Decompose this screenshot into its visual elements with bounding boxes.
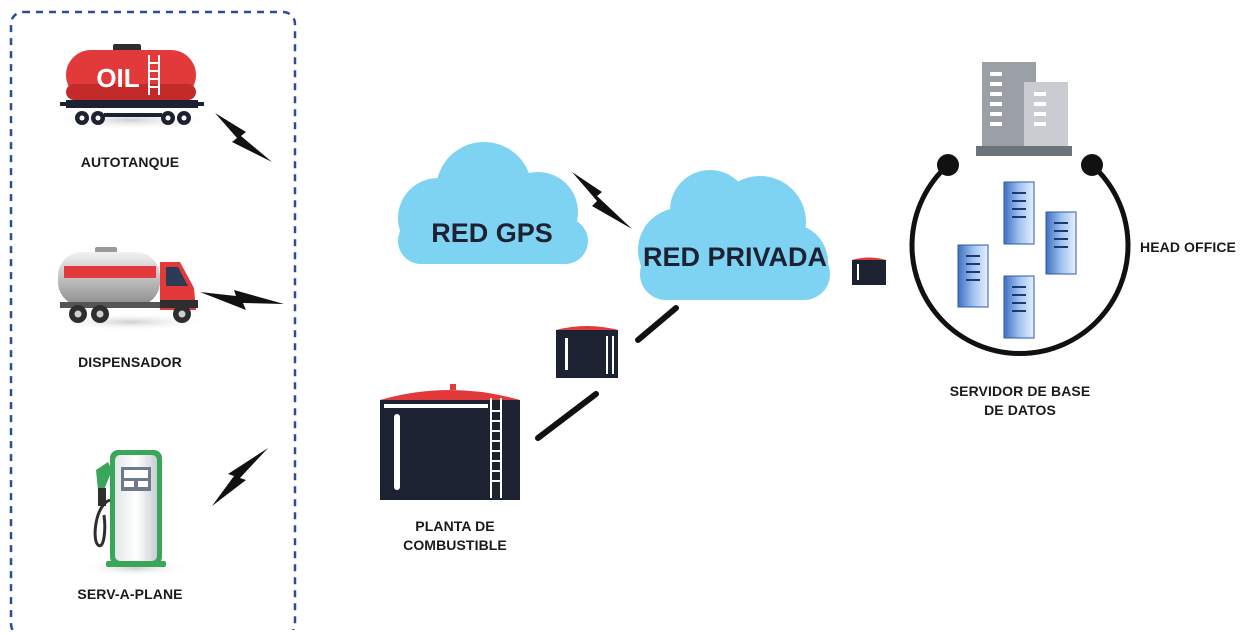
svg-text:OIL: OIL [96, 63, 139, 93]
red-privada-cloud: RED PRIVADA [638, 170, 830, 300]
wireless-bolt-icon [212, 448, 268, 506]
server-ring [909, 154, 1131, 356]
small-tank-icon [556, 326, 618, 378]
server-rack-icon [1045, 211, 1077, 275]
vehicle-group-border [9, 10, 297, 635]
dispensador-label: DISPENSADOR [78, 354, 182, 370]
servidor-label-line1: SERVIDOR DE BASE [949, 383, 1091, 399]
connection-line [635, 305, 679, 343]
server-rack-icon [1003, 181, 1035, 245]
fuel-pump-icon [80, 450, 190, 576]
serv-a-plane-label: SERV-A-PLANE [77, 586, 183, 602]
oil-tanker-icon: OIL [50, 44, 210, 130]
planta-label-line2: COMBUSTIBLE [403, 537, 507, 553]
red-privada-label: RED PRIVADA [643, 242, 827, 272]
office-building-icon [976, 62, 1072, 156]
planta-label-line1: PLANTA DE [415, 518, 495, 534]
server-rack-icon [957, 244, 989, 308]
wireless-bolt-icon [572, 172, 632, 229]
autotanque-label: AUTOTANQUE [80, 154, 180, 170]
fuel-plant-tank-icon [380, 384, 520, 500]
tank-truck-icon [50, 247, 210, 331]
server-rack-icon [1003, 275, 1035, 339]
planta-label: PLANTA DE COMBUSTIBLE [380, 517, 530, 555]
connection-line [535, 391, 599, 441]
red-gps-cloud: RED GPS [398, 142, 588, 264]
small-tank-icon [852, 257, 886, 285]
wireless-bolt-icon [200, 290, 284, 310]
servidor-label-line2: DE DATOS [984, 402, 1056, 418]
head-office-label: HEAD OFFICE [1140, 239, 1236, 255]
red-gps-label: RED GPS [431, 218, 553, 248]
wireless-bolt-icon [215, 113, 272, 162]
servidor-label: SERVIDOR DE BASE DE DATOS [930, 382, 1110, 420]
